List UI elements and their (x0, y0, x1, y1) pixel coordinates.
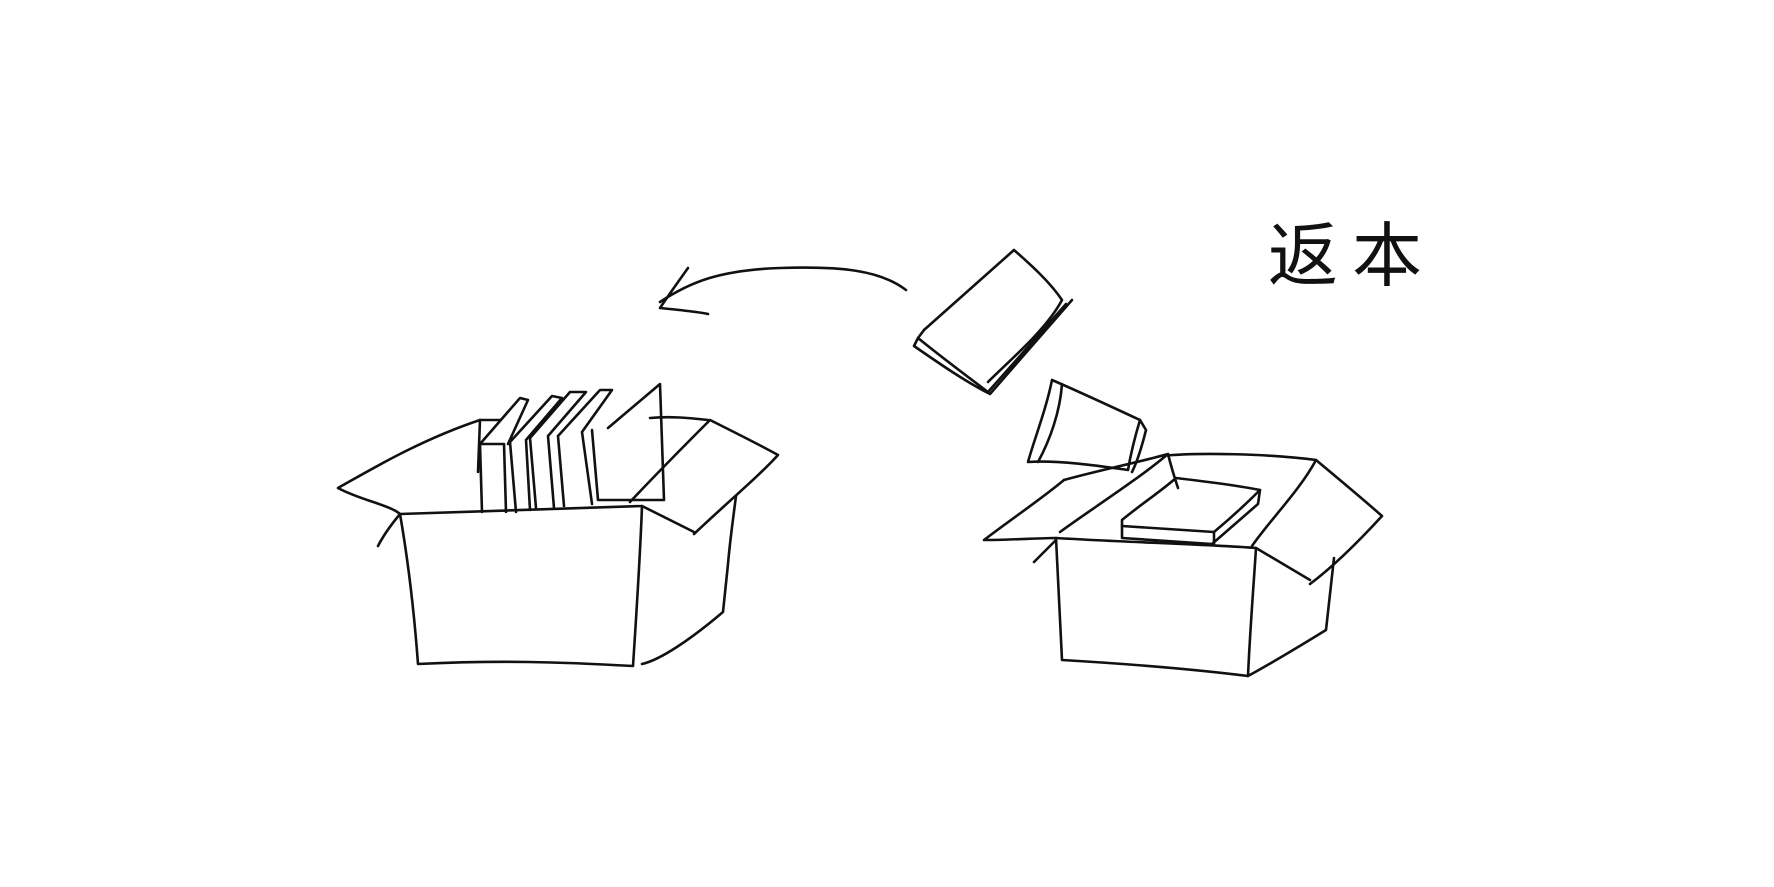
right-box (982, 452, 1384, 678)
right-box-book-pages (1120, 488, 1262, 546)
arrow-head (658, 266, 710, 316)
flying-book-lower-spine (1036, 382, 1148, 474)
flying-book-lower-cover (1026, 378, 1142, 472)
book-4 (556, 388, 614, 508)
left-box-back-edge (478, 415, 710, 422)
return-arrow (658, 266, 908, 316)
flying-book-top-spine (912, 298, 1074, 396)
arrow-shaft (658, 266, 908, 304)
flying-book-top-cover (922, 248, 1064, 384)
right-box-book-cover (1120, 476, 1262, 534)
flying-book-lower (1026, 378, 1148, 474)
flying-book-top (912, 248, 1074, 396)
book-3 (528, 390, 588, 510)
left-box-books (478, 382, 666, 514)
left-box (336, 415, 780, 668)
right-box-side (1246, 546, 1336, 678)
caption-text: 返本 (1268, 215, 1436, 297)
right-box-front (1054, 536, 1258, 678)
book-1 (478, 396, 530, 514)
left-box-left-flap (336, 418, 482, 548)
right-box-inner-flap (1058, 452, 1318, 534)
right-box-book (1120, 476, 1262, 546)
left-box-right-flap (628, 418, 780, 536)
right-box-right-flap (1250, 458, 1384, 586)
left-box-side (640, 494, 738, 666)
left-box-front (398, 504, 644, 668)
right-box-left-flap (982, 478, 1066, 564)
book-5 (590, 382, 666, 502)
book-2 (508, 394, 564, 514)
